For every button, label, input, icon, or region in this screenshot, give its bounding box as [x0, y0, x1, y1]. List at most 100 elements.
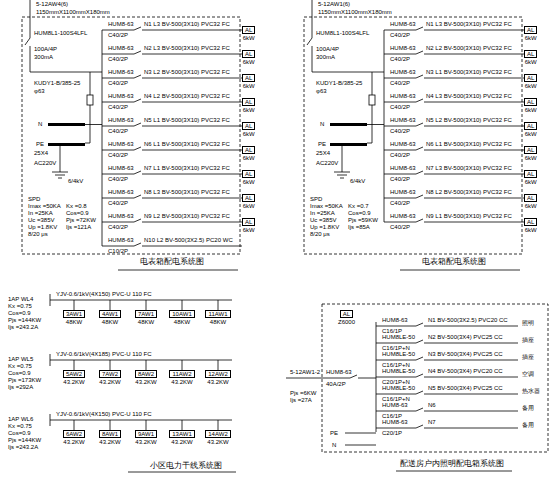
annotation-text: N — [38, 121, 42, 127]
annotation-text: N2 BV-500(3X4) PVC25 CC — [428, 334, 503, 340]
annotation-text: C40/2P — [390, 176, 410, 182]
annotation-text: C16/1P+N — [382, 345, 410, 351]
annotation-text: N9 L2 BV-500(3X10) PVC32 FC — [144, 213, 230, 219]
annotation-text: 备用 — [522, 405, 534, 411]
annotation-text: 5-12AW1(6) — [318, 1, 350, 7]
box-label: AL — [242, 122, 255, 130]
annotation-text: HUM8L1-100S4LFL — [316, 30, 369, 36]
annotation-text: C40/2P — [108, 56, 128, 62]
annotation-text: C40/2P — [390, 224, 410, 230]
distribution-box: AL6kW — [524, 146, 537, 161]
annotation-text: HUM8-63 — [382, 419, 408, 425]
meter-box: 7AW243.2KW — [99, 370, 121, 385]
distribution-box: AL6kW — [524, 218, 537, 233]
box-label: AL — [524, 146, 537, 154]
annotation-text: N5 BV-500(3X4) PVC25 CC — [428, 385, 503, 391]
distribution-box: AL6kW — [242, 122, 255, 137]
annotation-text: AC220V — [34, 160, 56, 166]
annotation-text: N1 L3 BV-500(3X10) PVC32 FC — [426, 21, 512, 27]
annotation-text: 25X4 — [316, 150, 330, 156]
load-label: 6kW — [243, 107, 255, 113]
annotation-text: Cos=0.9 — [348, 210, 371, 216]
annotation-text: N5 L2 BV-500(3X10) PVC32 FC — [426, 117, 512, 123]
box-label: AL — [242, 170, 255, 178]
distribution-box: AL6kW — [242, 170, 255, 185]
title-underline — [118, 270, 238, 271]
load-label: 6kW — [243, 59, 255, 65]
load-label: 43.2KW — [99, 379, 120, 385]
load-label: 6kW — [243, 35, 255, 41]
annotation-text: N5 L1 BV-500(3X10) PVC32 FC — [144, 117, 230, 123]
distribution-box: ALZ6000 — [338, 310, 355, 325]
box-label: AL — [242, 98, 255, 106]
distribution-box: AL6kW — [242, 98, 255, 113]
distribution-box: AL6kW — [524, 74, 537, 89]
annotation-text: 300mA — [316, 54, 335, 60]
annotation-text: HUM8-63 — [108, 165, 134, 171]
annotation-text: Pjs =144KW — [8, 317, 41, 323]
annotation-text: N — [332, 442, 336, 448]
load-label: 48KW — [66, 319, 82, 325]
annotation-text: φ63 — [34, 88, 45, 94]
drawing-title: 小区电力干线系统图 — [150, 462, 222, 470]
annotation-text: N8 L3 BV-500(3X10) PVC32 FC — [144, 189, 230, 195]
load-label: 6kW — [243, 155, 255, 161]
load-label: 6kW — [525, 179, 537, 185]
load-label: 6kW — [243, 179, 255, 185]
annotation-text: Pjs =72KW — [66, 217, 96, 223]
annotation-text: 1AP WL4 — [8, 296, 33, 302]
box-label: AL — [524, 50, 537, 58]
annotation-text: N1 L3 BV-500(3X10) PVC32 FC — [144, 21, 230, 27]
meter-box: 8AW243.2KW — [135, 370, 157, 385]
annotation-text: Pjs =144KW — [8, 437, 41, 443]
load-label: 6kW — [525, 35, 537, 41]
annotation-text: HUM8-63 — [108, 93, 134, 99]
annotation-text: 插座 — [522, 337, 534, 343]
annotation-text: In =25KA — [310, 210, 335, 216]
annotation-text: KUDY1-B/385-25 — [316, 80, 362, 86]
box-label: 13AW1 — [169, 430, 194, 438]
load-label: 48KW — [174, 319, 190, 325]
load-label: 43.2KW — [99, 439, 120, 445]
load-label: 6kW — [243, 131, 255, 137]
distribution-box: AL6kW — [524, 50, 537, 65]
annotation-text: HUM8LE-50 — [382, 334, 415, 340]
annotation-text: C40/2P — [390, 200, 410, 206]
box-label: AL — [242, 218, 255, 226]
annotation-text: N8 L2 BV-500(3X10) PVC32 FC — [426, 189, 512, 195]
annotation-text: Cos=0.9 — [8, 370, 31, 376]
annotation-text: 6/4kV — [68, 178, 83, 184]
load-label: 6kW — [243, 203, 255, 209]
annotation-text: HUM8-63 — [390, 165, 416, 171]
meter-box: 11AW148KW — [205, 310, 230, 325]
annotation-text: HUM8-63 — [108, 141, 134, 147]
load-label: 48KW — [138, 319, 154, 325]
load-label: 43.2KW — [135, 439, 156, 445]
annotation-text: 热水器 — [522, 388, 540, 394]
distribution-box: AL6kW — [524, 122, 537, 137]
incoming-spd-ground-wires — [25, 0, 102, 178]
annotation-text: C16/1P — [382, 328, 402, 334]
surge-protector-symbol — [87, 95, 93, 105]
load-label: 6kW — [525, 131, 537, 137]
annotation-text: N7 L1 BV-500(3X10) PVC32 FC — [144, 165, 230, 171]
annotation-text: C16/1P+N — [382, 396, 410, 402]
annotation-text: N3 L1 BV-500(3X10) PVC32 FC — [426, 69, 512, 75]
annotation-text: C20/1P+N — [382, 379, 410, 385]
annotation-text: N6 L1 BV-500(3X10) PVC32 FC — [426, 141, 512, 147]
annotation-text: YJV-0.6/1kV(4X185) PVC-U 110 FC — [56, 351, 152, 357]
annotation-text: HUM8LE-50 — [382, 351, 415, 357]
annotation-text: KUDY1-B/385-25 — [34, 80, 80, 86]
annotation-text: 备用 — [522, 422, 534, 428]
annotation-text: Ijs =243.2A — [8, 444, 38, 450]
annotation-text: N10 L2 BV-500(3X2.5) PC20 WC — [144, 237, 233, 243]
box-label: AL — [242, 194, 255, 202]
annotation-text: N9 L1 BV-500(3X10) PVC32 FC — [426, 213, 512, 219]
load-label: 6kW — [525, 83, 537, 89]
annotation-text: C40/2P — [108, 32, 128, 38]
box-label: AL — [524, 122, 537, 130]
annotation-text: Ijs =243.2A — [8, 324, 38, 330]
load-label: 43.2KW — [207, 379, 228, 385]
annotation-text: C16/1P+N — [382, 362, 410, 368]
box-label: 5AW2 — [63, 370, 85, 378]
